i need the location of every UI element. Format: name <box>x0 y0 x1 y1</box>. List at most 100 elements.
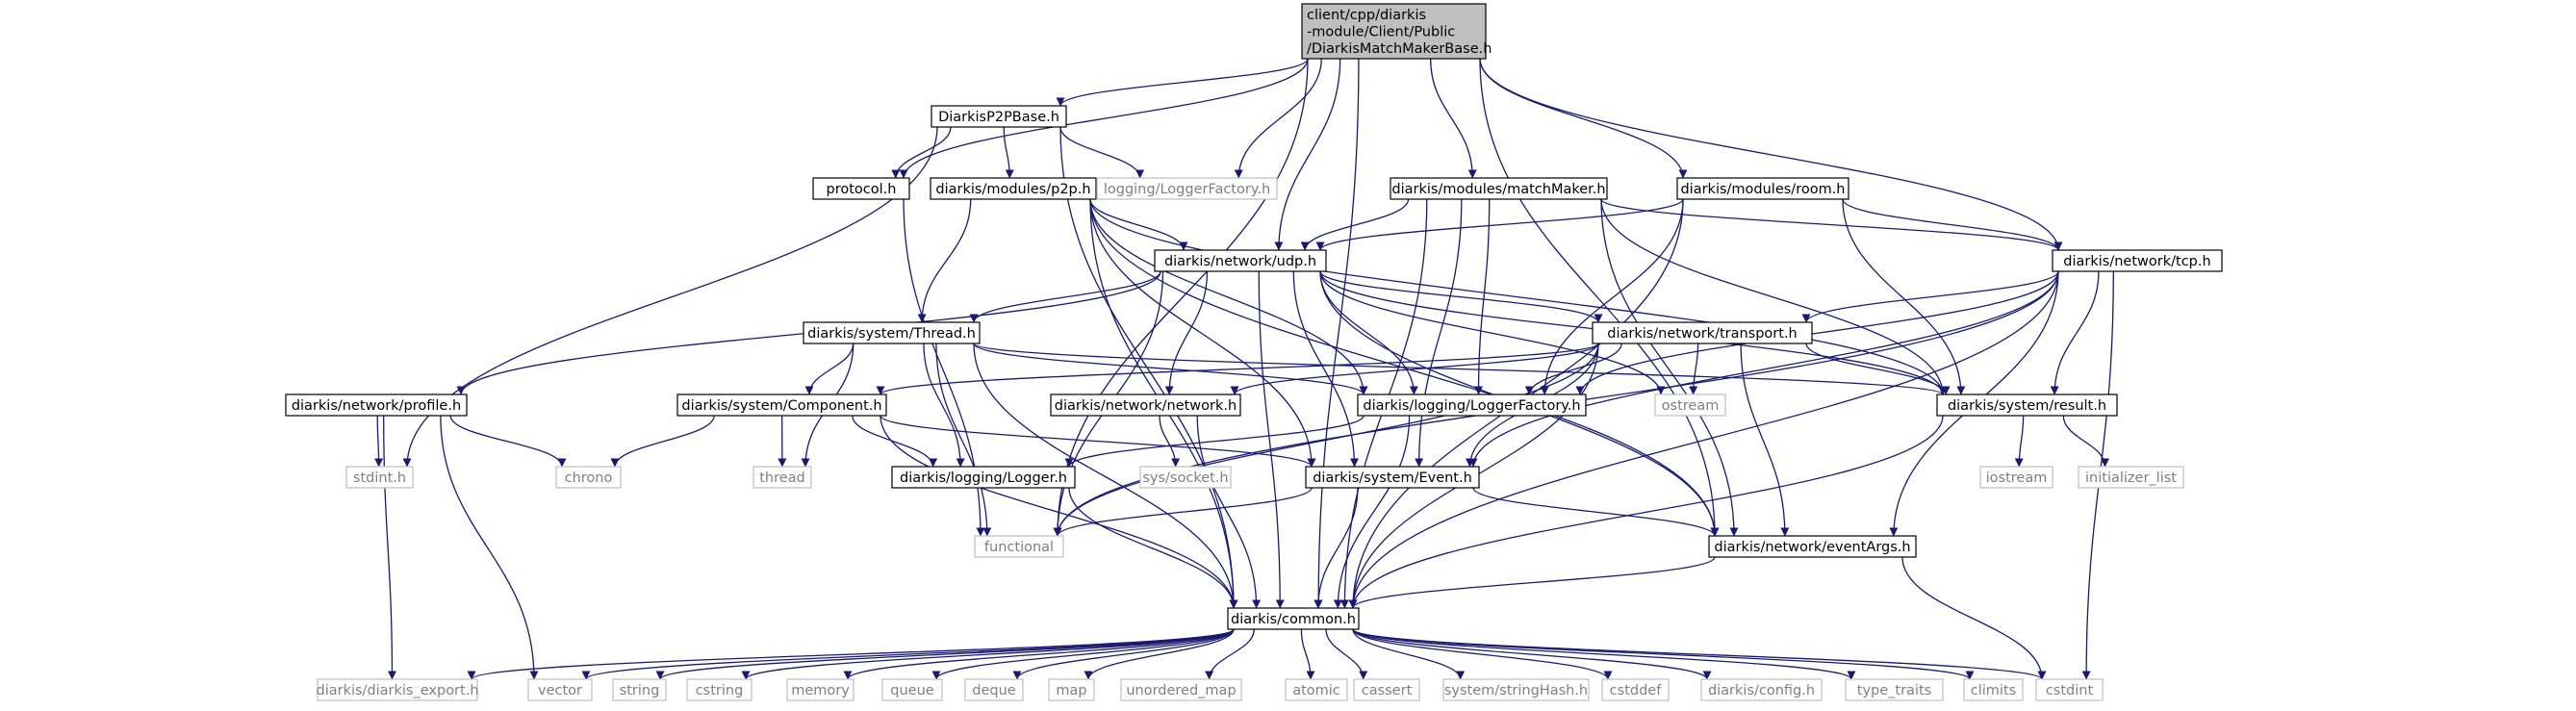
edge-udp-to-thread <box>969 270 1161 323</box>
node-label: vector <box>538 683 582 698</box>
node-matchmaker[interactable]: diarkis/modules/matchMaker.h <box>1390 177 1608 200</box>
node-common[interactable]: diarkis/common.h <box>1227 607 1360 630</box>
node-logger[interactable]: diarkis/logging/Logger.h <box>891 466 1076 489</box>
edge-common-to-cstdint <box>1352 628 2047 680</box>
node-root[interactable]: client/cpp/diarkis-module/Client/Public/… <box>1301 3 1492 60</box>
node-socket: sys/socket.h <box>1139 466 1232 489</box>
edge-component-to-chrono <box>610 415 715 468</box>
node-room[interactable]: diarkis/modules/room.h <box>1676 177 1849 200</box>
node-functional: functional <box>974 535 1064 558</box>
node-label: diarkis/logging/LoggerFactory.h <box>1363 398 1580 414</box>
edge-root-to-p2pbase <box>1056 58 1309 107</box>
node-box <box>345 466 414 489</box>
node-thread[interactable]: diarkis/system/Thread.h <box>803 321 981 344</box>
edge-matchmaker-to-result <box>1600 198 1948 395</box>
node-cassert: cassert <box>1353 678 1420 701</box>
edge-transport-to-component <box>876 343 1599 395</box>
node-p2pbase[interactable]: DiarkisP2PBase.h <box>931 105 1067 128</box>
node-component[interactable]: diarkis/system/Component.h <box>676 394 887 417</box>
node-label: logging/LoggerFactory.h <box>1104 182 1270 197</box>
node-box <box>1676 177 1849 200</box>
node-box <box>285 394 468 417</box>
node-udp[interactable]: diarkis/network/udp.h <box>1154 249 1327 272</box>
node-label: diarkis/config.h <box>1708 683 1815 698</box>
node-box <box>1700 678 1823 701</box>
edge-layer <box>374 58 2114 680</box>
edge-eventargs-to-common <box>1348 556 1716 609</box>
edge-p2p-to-loggerfactory <box>1089 198 1368 395</box>
node-protocol[interactable]: protocol.h <box>812 177 910 200</box>
edge-loggerfactory-to-logger <box>1064 415 1365 468</box>
edge-event-to-functional <box>1053 487 1313 537</box>
node-deque: deque <box>964 678 1024 701</box>
node-box <box>612 678 667 701</box>
edge-common-to-memory <box>843 628 1235 680</box>
edge-udp-to-ostream <box>1319 270 1666 395</box>
node-label: ostream <box>1662 398 1720 414</box>
node-label: diarkis/system/Thread.h <box>807 326 976 342</box>
edge-profile-to-export <box>383 415 396 680</box>
node-transport[interactable]: diarkis/network/transport.h <box>1592 321 1813 344</box>
node-box <box>317 678 478 701</box>
edge-common-to-map <box>1084 628 1235 680</box>
node-chrono: chrono <box>555 466 622 489</box>
edge-common-to-string <box>655 628 1235 680</box>
node-eventargs[interactable]: diarkis/network/eventArgs.h <box>1708 535 1917 558</box>
node-box <box>1154 249 1327 272</box>
node-label: sys/socket.h <box>1142 470 1228 486</box>
edge-transport-to-functional <box>1053 343 1599 537</box>
node-tcp[interactable]: diarkis/network/tcp.h <box>2052 249 2223 272</box>
edge-network-to-common <box>1196 415 1262 609</box>
edge-udp-to-transport <box>1319 270 1603 323</box>
node-box <box>964 678 1024 701</box>
node-label: functional <box>984 540 1054 555</box>
node-thread_std: thread <box>752 466 812 489</box>
node-box <box>1048 678 1095 701</box>
node-network[interactable]: diarkis/network/network.h <box>1050 394 1241 417</box>
edge-component-to-common <box>880 415 1238 609</box>
node-label: client/cpp/diarkis <box>1307 8 1426 23</box>
edge-component-to-logger <box>852 415 938 468</box>
edge-common-to-deque <box>1012 628 1235 680</box>
edge-matchmaker-to-tcp <box>1600 198 2063 251</box>
node-box <box>786 678 854 701</box>
edge-tcp-to-result <box>2050 270 2100 395</box>
edge-root-to-common <box>1314 58 1360 609</box>
node-label: string <box>620 683 660 698</box>
node-label: diarkis/system/result.h <box>1948 398 2106 414</box>
edge-result-to-iostream <box>2014 415 2025 468</box>
node-box <box>1305 466 1480 489</box>
node-box <box>686 678 752 701</box>
node-label: diarkis/network/udp.h <box>1164 254 1316 269</box>
node-loggerfactory[interactable]: diarkis/logging/LoggerFactory.h <box>1357 394 1587 417</box>
node-layer: client/cpp/diarkis-module/Client/Public/… <box>285 3 2223 701</box>
node-label: diarkis/system/Component.h <box>681 398 881 414</box>
node-box <box>1120 678 1242 701</box>
edge-root-to-matchmaker <box>1430 58 1477 179</box>
node-event[interactable]: diarkis/system/Event.h <box>1305 466 1480 489</box>
edge-thread-to-functional <box>935 343 992 537</box>
edge-matchmaker-to-udp <box>1300 198 1410 251</box>
node-label: DiarkisP2PBase.h <box>938 110 1059 125</box>
edge-event-to-common <box>1314 487 1359 609</box>
node-box <box>1050 394 1241 417</box>
node-label: type_traits <box>1857 683 1931 698</box>
node-result[interactable]: diarkis/system/result.h <box>1936 394 2118 417</box>
edge-transport-to-ostream <box>1689 343 1699 395</box>
node-label: diarkis/logging/Logger.h <box>900 470 1067 486</box>
edge-common-to-cstring <box>741 628 1235 680</box>
node-label: deque <box>972 683 1016 698</box>
node-label: diarkis/modules/room.h <box>1680 182 1845 197</box>
edge-common-to-cassert <box>1325 628 1368 680</box>
node-label: cstddef <box>1610 683 1663 698</box>
node-string: string <box>612 678 667 701</box>
edge-common-to-atomic <box>1300 628 1315 680</box>
node-label: diarkis/network/profile.h <box>292 398 461 414</box>
edge-common-to-export <box>467 628 1235 680</box>
node-cstring: cstring <box>686 678 752 701</box>
node-stringhash: system/stringHash.h <box>1442 678 1590 701</box>
node-label: -module/Client/Public <box>1307 25 1455 40</box>
node-profile[interactable]: diarkis/network/profile.h <box>285 394 468 417</box>
node-p2p[interactable]: diarkis/modules/p2p.h <box>930 177 1097 200</box>
edge-tcp-to-event <box>1468 270 2059 468</box>
